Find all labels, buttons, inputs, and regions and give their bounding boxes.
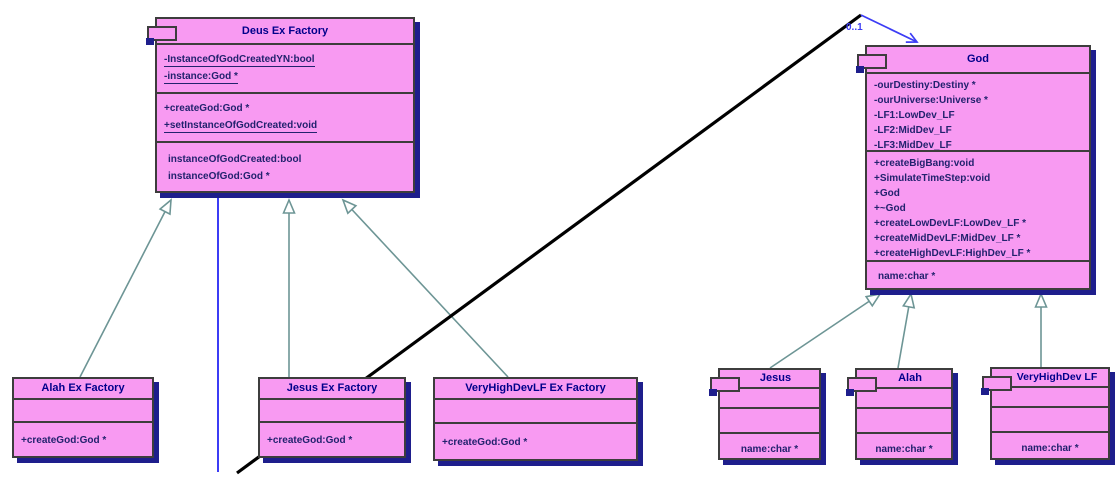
attributes-compartment xyxy=(720,387,819,407)
attribute: -instance:God * xyxy=(164,71,238,84)
inheritance-alah-to-god[interactable] xyxy=(897,291,916,369)
member: instanceOfGod:God * xyxy=(168,171,270,182)
attributes-compartment xyxy=(260,398,404,421)
method: +~God xyxy=(874,203,906,214)
method: +createBigBang:void xyxy=(874,158,975,169)
methods-compartment xyxy=(992,406,1108,431)
inheritance-vhdlf-factory-to-deus[interactable] xyxy=(341,198,509,378)
methods-compartment: +createGod:God * xyxy=(435,422,636,459)
inheritance-alah-factory-to-deus[interactable] xyxy=(79,198,172,378)
attributes-compartment xyxy=(857,387,951,407)
attributes-compartment: -ourDestiny:Destiny * -ourUniverse:Unive… xyxy=(867,72,1089,150)
method: +createGod:God * xyxy=(267,435,353,446)
method: +createGod:God * xyxy=(21,435,107,446)
attributes-compartment xyxy=(435,398,636,422)
attribute: -LF3:MidDev_LF xyxy=(874,140,952,150)
class-veryhighdev-lf[interactable]: VeryHighDev LF name:char * xyxy=(981,367,1110,460)
member: name:char * xyxy=(875,444,933,455)
member: name:char * xyxy=(878,271,936,282)
member: instanceOfGodCreated:bool xyxy=(168,154,302,165)
method: +createGod:God * xyxy=(164,103,250,114)
inheritance-jesus-to-god[interactable] xyxy=(769,292,882,369)
class-title: Alah xyxy=(898,372,922,384)
class-title: God xyxy=(967,53,989,65)
class-title: Jesus Ex Factory xyxy=(286,382,378,394)
attribute: -InstanceOfGodCreatedYN:bool xyxy=(164,54,315,67)
class-veryhighdevlf-ex-factory[interactable]: VeryHighDevLF Ex Factory +createGod:God … xyxy=(433,377,638,461)
method: +setInstanceOfGodCreated:void xyxy=(164,120,318,133)
class-jesus[interactable]: Jesus name:char * xyxy=(709,368,821,460)
class-title: Deus Ex Factory xyxy=(241,25,329,37)
attribute: -LF1:LowDev_LF xyxy=(874,110,955,121)
method: +SimulateTimeStep:void xyxy=(874,173,991,184)
methods-compartment: +createGod:God * +setInstanceOfGodCreate… xyxy=(157,92,413,141)
attribute: -ourDestiny:Destiny * xyxy=(874,80,976,91)
attributes-compartment xyxy=(14,398,152,421)
methods-compartment: +createBigBang:void +SimulateTimeStep:vo… xyxy=(867,150,1089,260)
class-icon xyxy=(709,377,740,396)
class-title: VeryHighDevLF Ex Factory xyxy=(465,382,606,394)
class-icon xyxy=(981,376,1012,395)
class-alah[interactable]: Alah name:char * xyxy=(846,368,953,460)
extra-compartment: name:char * xyxy=(857,432,951,458)
class-icon xyxy=(856,54,887,73)
attribute: -ourUniverse:Universe * xyxy=(874,95,988,106)
extra-compartment: instanceOfGodCreated:bool instanceOfGod:… xyxy=(157,141,413,191)
method: +createGod:God * xyxy=(442,437,528,448)
methods-compartment: +createGod:God * xyxy=(14,421,152,456)
methods-compartment xyxy=(720,407,819,432)
class-alah-ex-factory[interactable]: Alah Ex Factory +createGod:God * xyxy=(12,377,154,458)
member: name:char * xyxy=(1021,443,1079,454)
method: +createLowDevLF:LowDev_LF * xyxy=(874,218,1026,229)
methods-compartment xyxy=(857,407,951,432)
member: name:char * xyxy=(740,444,799,455)
class-jesus-ex-factory[interactable]: Jesus Ex Factory +createGod:God * xyxy=(258,377,406,458)
method: +createMidDevLF:MidDev_LF * xyxy=(874,233,1021,244)
method: +createHighDevLF:HighDev_LF * xyxy=(874,248,1031,259)
attributes-compartment: -InstanceOfGodCreatedYN:bool -instance:G… xyxy=(157,43,413,92)
association-arrow-to-god[interactable] xyxy=(860,14,919,44)
multiplicity-label: 0..1 xyxy=(846,22,863,33)
methods-compartment: +createGod:God * xyxy=(260,421,404,456)
class-deus-ex-factory[interactable]: Deus Ex Factory -InstanceOfGodCreatedYN:… xyxy=(146,17,415,193)
class-title: Jesus xyxy=(759,372,792,384)
extra-compartment: name:char * xyxy=(992,431,1108,458)
class-icon xyxy=(846,377,877,396)
attribute: -LF2:MidDev_LF xyxy=(874,125,952,136)
class-title: VeryHighDev LF xyxy=(1016,371,1098,383)
attributes-compartment xyxy=(992,386,1108,406)
extra-compartment: name:char * xyxy=(867,260,1089,288)
method: +God xyxy=(874,188,900,199)
extra-compartment: name:char * xyxy=(720,432,819,458)
class-god[interactable]: God -ourDestiny:Destiny * -ourUniverse:U… xyxy=(856,45,1091,290)
class-title: Alah Ex Factory xyxy=(41,382,125,394)
class-icon xyxy=(146,26,177,45)
